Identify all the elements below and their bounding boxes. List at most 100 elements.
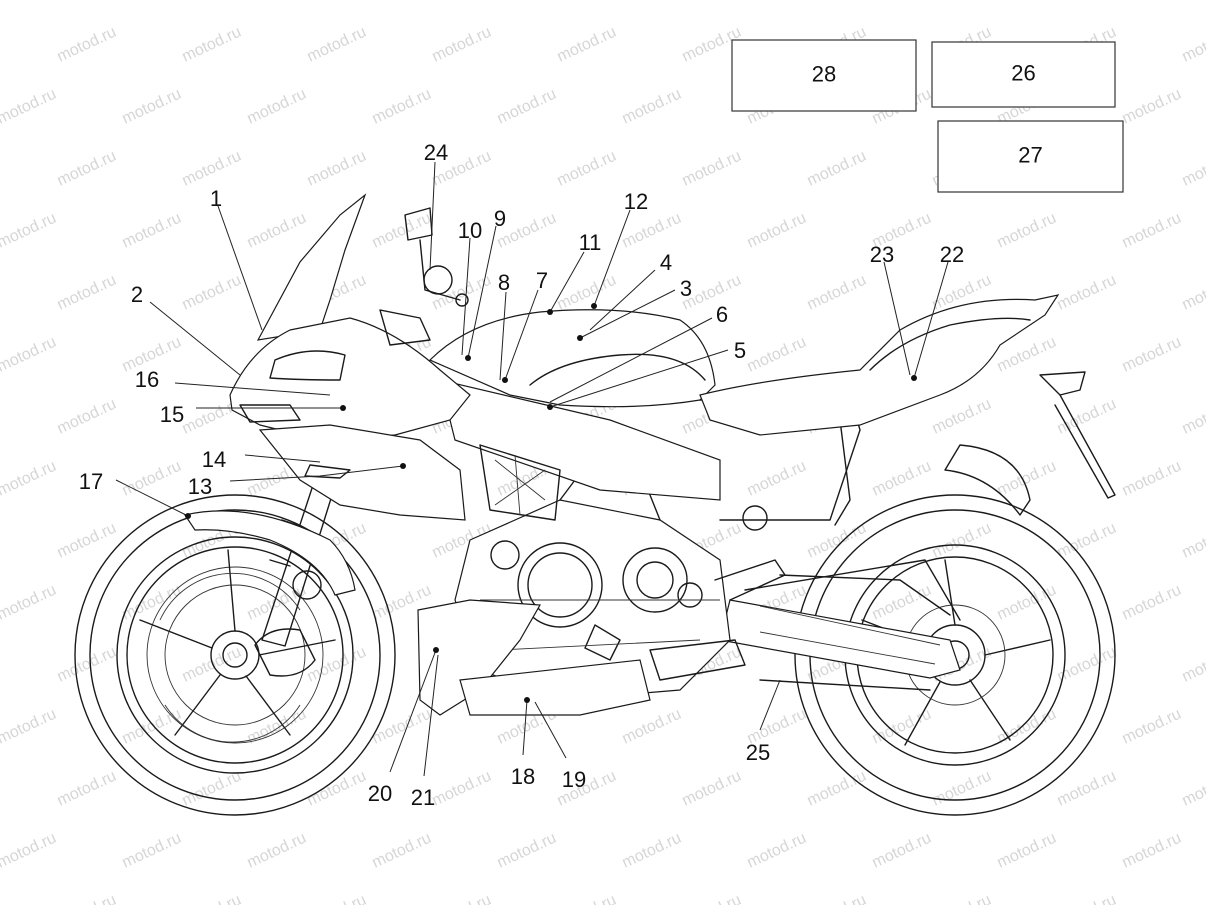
watermark-text: motod.ru	[55, 272, 119, 314]
watermark-text: motod.ru	[120, 210, 184, 252]
leader-line-10	[461, 237, 471, 356]
swingarm	[719, 559, 961, 691]
watermark-text: motod.ru	[245, 830, 309, 872]
leader-line-7	[504, 289, 539, 381]
watermark-text: motod.ru	[180, 148, 244, 190]
leader-line-21	[423, 654, 439, 777]
leader-line-2	[149, 301, 241, 376]
watermark-text: motod.ru	[180, 272, 244, 314]
callout-14: 14	[202, 447, 226, 472]
watermark-text: motod.ru	[430, 272, 494, 314]
callout-point-7	[502, 377, 508, 383]
leader-line-16	[174, 382, 331, 396]
watermark-text: motod.ru	[430, 892, 494, 905]
callout-point-5	[547, 404, 553, 410]
callout-16: 16	[135, 367, 159, 392]
watermark-text: motod.ru	[745, 0, 809, 4]
watermark-text: motod.ru	[870, 706, 934, 748]
watermark-text: motod.ru	[870, 458, 934, 500]
callout-point-22	[911, 375, 917, 381]
reference-box-label: 26	[1011, 60, 1035, 85]
watermark-text: motod.ru	[1180, 396, 1206, 438]
callout-10: 10	[458, 218, 482, 243]
watermark-text: motod.ru	[1180, 520, 1206, 562]
watermark-text: motod.ru	[245, 86, 309, 128]
callout-1: 1	[210, 186, 222, 211]
front-wheel	[74, 494, 396, 816]
watermark-text: motod.ru	[805, 892, 869, 905]
reference-box-26: 26	[931, 41, 1116, 108]
watermark-text: motod.ru	[55, 768, 119, 810]
watermark-text: motod.ru	[805, 272, 869, 314]
watermark-text: motod.ru	[305, 148, 369, 190]
watermark-text: motod.ru	[930, 520, 994, 562]
callout-22: 22	[940, 242, 964, 267]
watermark-text: motod.ru	[120, 458, 184, 500]
watermark-text: motod.ru	[0, 334, 59, 376]
watermark-text: motod.ru	[870, 0, 934, 4]
watermark-text: motod.ru	[620, 706, 684, 748]
watermark-text: motod.ru	[180, 768, 244, 810]
front-fork	[184, 469, 356, 677]
callout-19: 19	[562, 767, 586, 792]
watermark-text: motod.ru	[930, 396, 994, 438]
leader-line-8	[499, 291, 507, 381]
watermark-text: motod.ru	[995, 458, 1059, 500]
watermark-text: motod.ru	[495, 86, 559, 128]
watermark-text: motod.ru	[1180, 148, 1206, 190]
watermark-text: motod.ru	[805, 768, 869, 810]
frame	[428, 309, 861, 526]
watermark-text: motod.ru	[305, 768, 369, 810]
watermark-text: motod.ru	[120, 706, 184, 748]
leader-line-14	[244, 454, 321, 463]
leader-line-17	[115, 479, 189, 517]
callout-point-15	[340, 405, 346, 411]
watermark-text: motod.ru	[245, 210, 309, 252]
watermark-text: motod.ru	[870, 582, 934, 624]
callout-point-3	[577, 335, 583, 341]
callout-25: 25	[746, 740, 770, 765]
callout-2: 2	[131, 282, 143, 307]
reference-box-28: 28	[731, 39, 917, 112]
watermark-text: motod.ru	[680, 768, 744, 810]
leader-line-22	[913, 261, 949, 379]
watermark-text: motod.ru	[305, 644, 369, 686]
watermark-text: motod.ru	[55, 24, 119, 66]
callout-point-11	[547, 309, 553, 315]
watermark-text: motod.ru	[1120, 0, 1184, 4]
callout-24: 24	[424, 140, 448, 165]
callout-7: 7	[536, 268, 548, 293]
callout-13: 13	[188, 474, 212, 499]
watermark-text: motod.ru	[1180, 24, 1206, 66]
callout-point-13	[400, 463, 406, 469]
watermark-text: motod.ru	[870, 830, 934, 872]
watermark-text: motod.ru	[370, 830, 434, 872]
callout-8: 8	[498, 270, 510, 295]
watermark-text: motod.ru	[1180, 768, 1206, 810]
watermark-text: motod.ru	[1120, 830, 1184, 872]
watermark-text: motod.ru	[555, 892, 619, 905]
leader-line-19	[534, 701, 567, 759]
watermark-text: motod.ru	[620, 210, 684, 252]
watermark-text: motod.ru	[930, 768, 994, 810]
watermark-text: motod.ru	[55, 396, 119, 438]
watermark-text: motod.ru	[680, 892, 744, 905]
callout-point-17	[185, 513, 191, 519]
callout-11: 11	[579, 230, 602, 255]
watermark-text: motod.ru	[620, 830, 684, 872]
watermark-text: motod.ru	[995, 210, 1059, 252]
leader-line-11	[549, 251, 585, 313]
leader-line-3	[579, 289, 676, 339]
watermark-text: motod.ru	[1120, 458, 1184, 500]
leader-line-13	[229, 465, 404, 482]
watermark-text: motod.ru	[745, 210, 809, 252]
callout-5: 5	[734, 338, 746, 363]
watermark-text: motod.ru	[55, 892, 119, 905]
watermark-text: motod.ru	[0, 830, 59, 872]
watermark-text: motod.ru	[180, 24, 244, 66]
watermark-text: motod.ru	[995, 0, 1059, 4]
watermark-text: motod.ru	[305, 24, 369, 66]
reference-box-frame	[931, 41, 1116, 108]
